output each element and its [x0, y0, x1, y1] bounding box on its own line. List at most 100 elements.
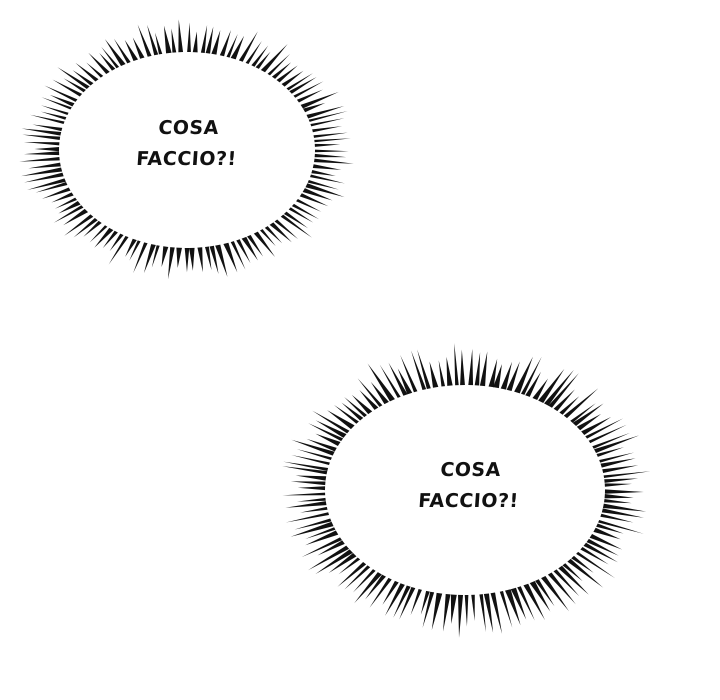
- burst-spike: [300, 91, 339, 109]
- burst-spike: [604, 498, 632, 504]
- burst-spike: [204, 246, 212, 271]
- burst-spike: [344, 565, 371, 590]
- burst-spike: [40, 111, 67, 120]
- burst-spike: [553, 389, 575, 412]
- burst-spike: [333, 404, 359, 424]
- burst-spike: [471, 594, 475, 621]
- burst-spike: [209, 245, 219, 275]
- burst-spike: [589, 534, 623, 550]
- burst-spike: [300, 506, 328, 513]
- burst-spike: [101, 46, 120, 69]
- burst-spike: [27, 178, 66, 191]
- burst-spike: [102, 230, 118, 249]
- burst-spike: [147, 24, 159, 56]
- burst-spike: [129, 240, 141, 261]
- burst-spike: [315, 433, 341, 447]
- burst-spike: [40, 105, 69, 116]
- burst-spike: [283, 461, 329, 472]
- burst-spike: [506, 361, 520, 391]
- burst-spike: [581, 416, 612, 436]
- burst-spike: [192, 31, 198, 53]
- burst-spike: [420, 590, 430, 615]
- burst-spike: [296, 89, 323, 103]
- burst-spike: [417, 349, 431, 389]
- burst-spike: [314, 153, 347, 158]
- burst-spike: [586, 538, 619, 556]
- burst-spike: [295, 475, 327, 481]
- burst-spike: [54, 197, 77, 209]
- burst-spike: [21, 167, 63, 177]
- burst-spike: [604, 483, 632, 487]
- burst-spike: [57, 67, 90, 90]
- burst-spike: [382, 580, 399, 605]
- burst-spike: [24, 172, 64, 183]
- burst-spike: [499, 591, 513, 628]
- burst-spike: [171, 28, 177, 53]
- burst-spike: [163, 25, 172, 54]
- burst-spike: [282, 466, 328, 475]
- burst-spike: [567, 558, 604, 588]
- burst-spike: [133, 242, 148, 274]
- burst-spike: [558, 565, 589, 595]
- burst-spike: [260, 44, 288, 73]
- burst-spike: [314, 143, 341, 147]
- burst-spike: [312, 164, 342, 170]
- burst-spike: [302, 188, 333, 201]
- burst-spike: [178, 19, 184, 53]
- burst-spike: [422, 591, 435, 628]
- burst-spike: [297, 486, 326, 491]
- burst-spike: [22, 134, 61, 140]
- burst-spike: [596, 447, 625, 457]
- burst-spike: [604, 489, 644, 494]
- burst-spike: [351, 394, 373, 415]
- burst-spike: [124, 39, 139, 61]
- burst-spike: [238, 31, 258, 62]
- burst-spike: [314, 138, 351, 143]
- burst-spike: [230, 241, 246, 270]
- burst-spike: [400, 355, 418, 393]
- burst-spike: [236, 239, 251, 264]
- burst-spike: [58, 201, 81, 214]
- burst-spike: [438, 360, 446, 387]
- burst-spike: [310, 118, 345, 127]
- burst-spike: [312, 126, 343, 133]
- burst-spike: [474, 352, 481, 386]
- burst-spike: [88, 52, 110, 75]
- burst-spike: [313, 132, 348, 138]
- burst-spike: [73, 218, 98, 238]
- burst-spike: [599, 452, 635, 463]
- burst-spike: [388, 362, 408, 396]
- burst-spike: [99, 53, 116, 71]
- burst-spike: [338, 557, 361, 575]
- burst-spike: [365, 574, 386, 600]
- burst-spike: [291, 203, 320, 220]
- burst-spike: [113, 38, 131, 64]
- burst-spike: [280, 214, 313, 238]
- burst-spike: [541, 575, 570, 612]
- burst-spike: [505, 589, 521, 626]
- burst-spike: [86, 62, 104, 78]
- burst-spike: [290, 481, 326, 486]
- burst-spike: [176, 247, 182, 268]
- burst-spike: [151, 245, 160, 268]
- burst-spike: [51, 192, 74, 203]
- burst-spike: [399, 586, 416, 620]
- burst-spike: [571, 555, 594, 573]
- burst-spike: [547, 572, 576, 605]
- burst-spike: [548, 373, 579, 408]
- burst-bubble-1: [19, 19, 354, 280]
- burst-spike: [464, 594, 469, 627]
- burst-spike: [296, 198, 322, 212]
- burst-spike: [454, 343, 459, 386]
- burst-spike: [602, 465, 639, 473]
- burst-spike: [109, 233, 124, 252]
- burst-spike: [264, 226, 283, 244]
- burst-spike: [312, 410, 350, 434]
- burst-spike: [306, 438, 337, 452]
- burst-spike: [63, 208, 89, 226]
- burst-spike: [245, 40, 262, 65]
- burst-spike: [443, 593, 451, 632]
- burst-spike: [523, 583, 545, 621]
- burst-spike: [431, 592, 443, 631]
